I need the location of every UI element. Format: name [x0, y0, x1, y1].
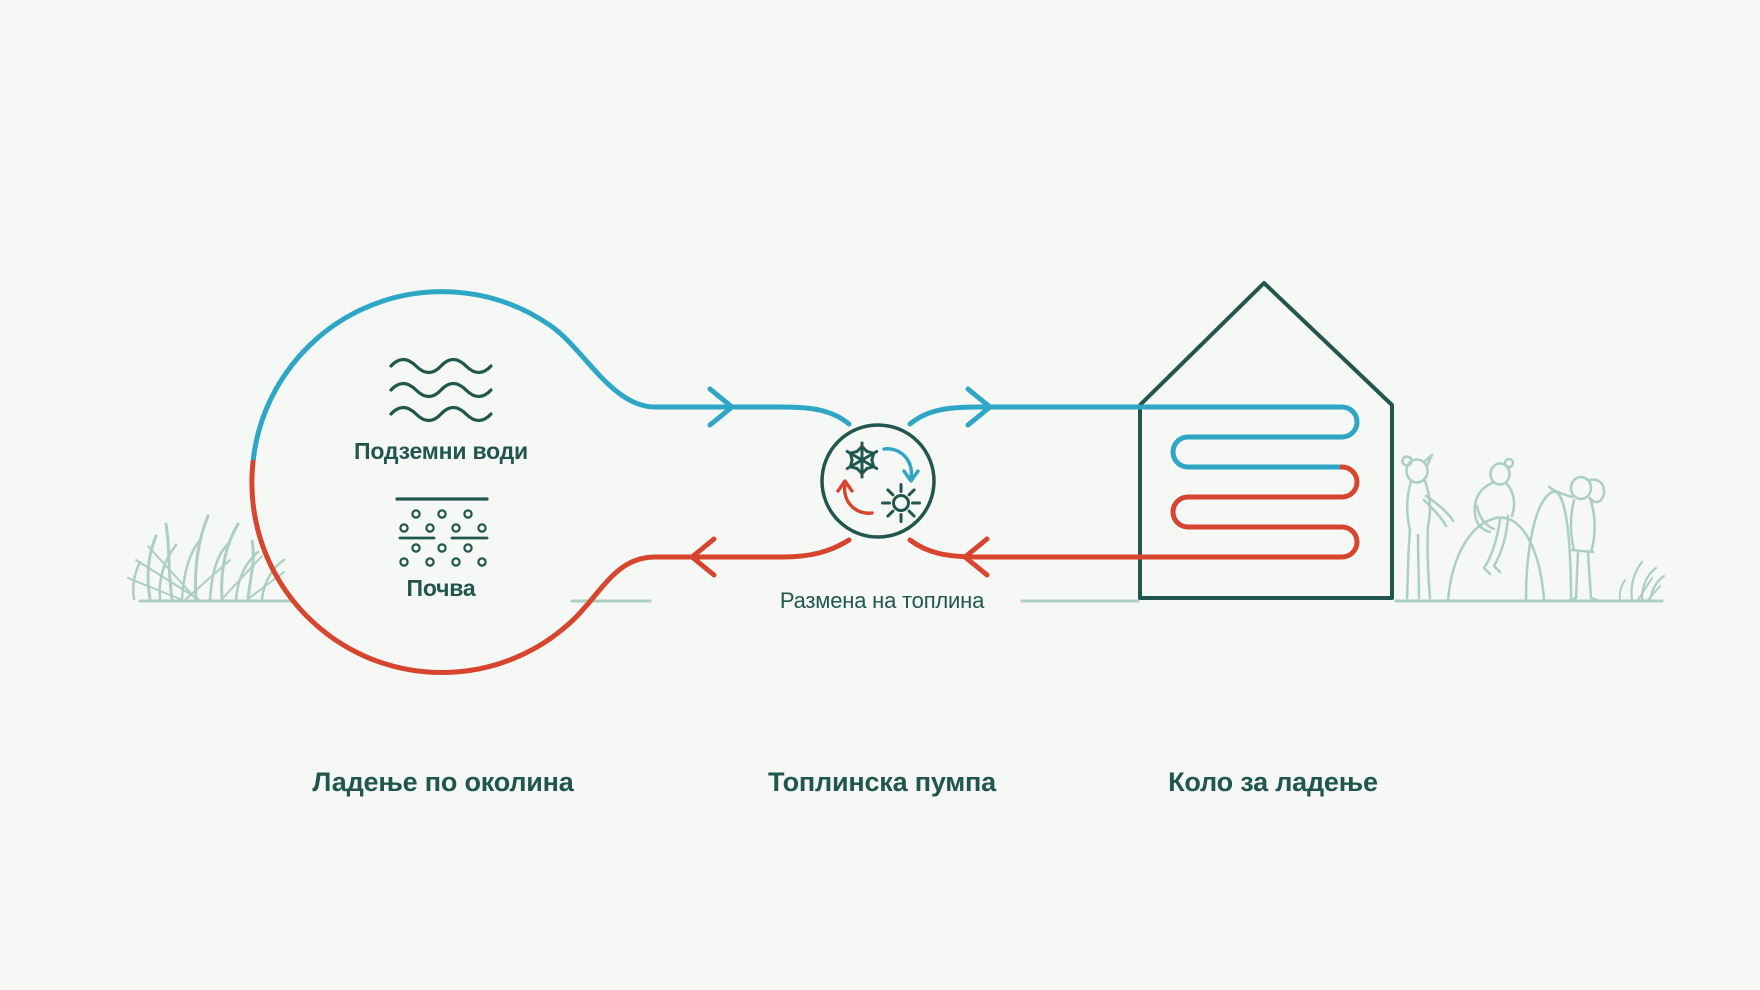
- arrow-left-icon: [689, 536, 717, 578]
- caption-environment-cooling: Ладење по околина: [312, 767, 574, 797]
- groundwater-label: Подземни води: [354, 438, 528, 464]
- cycle-arrow-warm-icon: [836, 479, 874, 515]
- return-pipe-warm-environment: [249, 459, 852, 676]
- soil-dots-icon: [395, 497, 489, 567]
- arrow-right-icon: [965, 386, 993, 428]
- water-waves-icon: [389, 357, 493, 423]
- rock-shape: [1524, 490, 1573, 602]
- caption-heat-pump: Топлинска пумпа: [768, 767, 997, 797]
- arrow-left-icon: [962, 536, 990, 578]
- arrow-right-icon: [707, 386, 735, 428]
- sun-icon: [881, 483, 921, 523]
- grass-icon: [127, 514, 286, 601]
- caption-cooling-circuit: Коло за ладење: [1168, 767, 1378, 797]
- supply-pipe-cold-environment: [250, 289, 852, 465]
- house-icon: [1138, 281, 1394, 600]
- soil-label: Почва: [407, 575, 476, 601]
- children-playing-silhouette: [1401, 453, 1666, 602]
- snowflake-icon: [843, 441, 881, 479]
- rock-shape: [1446, 516, 1546, 602]
- return-pipe-warm-house-coil: [907, 464, 1360, 560]
- supply-pipe-cold-house-coil: [907, 404, 1360, 470]
- cycle-arrow-cold-icon: [882, 447, 920, 483]
- heat-pump-circle: [820, 423, 936, 539]
- heat-exchange-label: Размена на топлина: [780, 588, 985, 613]
